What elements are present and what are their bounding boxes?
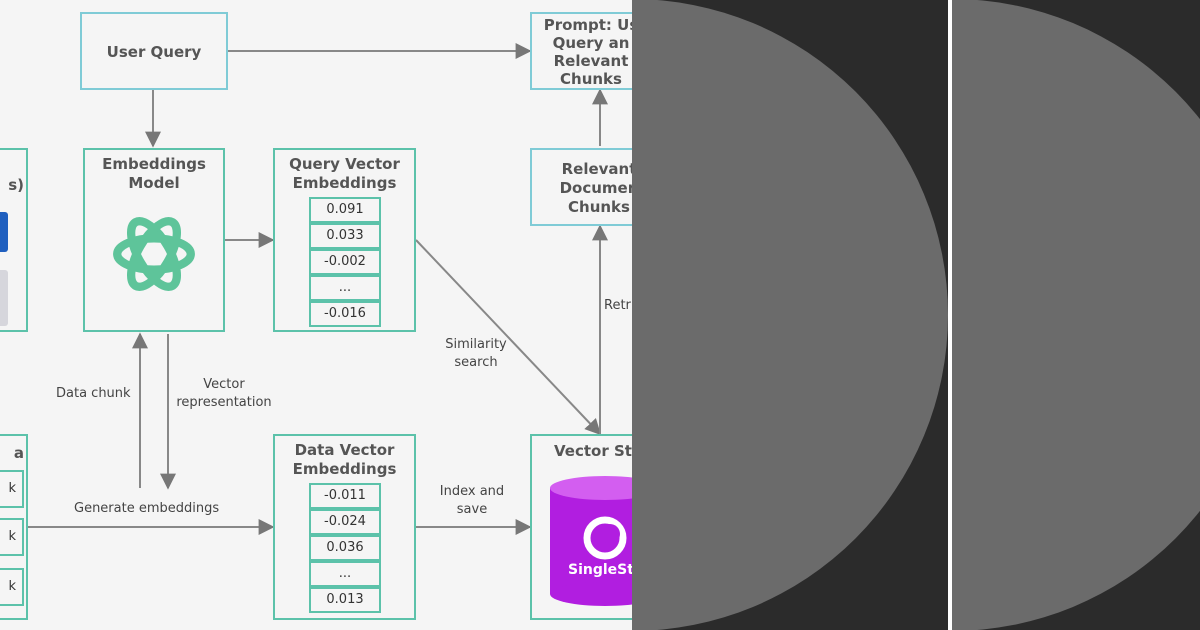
openai-logo-icon [113, 217, 195, 291]
gray-circle-shape-1 [632, 0, 948, 630]
chunk-row: k [0, 518, 24, 556]
chunk-row-text: k [8, 481, 16, 496]
diagram-connectors [28, 43, 608, 535]
generate-embeddings-label: Generate embeddings [74, 501, 220, 516]
chunk-row-text: k [8, 579, 16, 594]
singlestore-logo-icon [550, 476, 632, 606]
query-vector-cell: 0.091 [309, 197, 381, 223]
data-vector-cell: 0.013 [309, 587, 381, 613]
query-vector-title: Query Vector Embeddings [289, 155, 400, 192]
data-vector-cell: -0.024 [309, 509, 381, 535]
right-panel-2 [952, 0, 1200, 630]
data-vector-cell: -0.011 [309, 483, 381, 509]
query-vector-cell: ... [309, 275, 381, 301]
retrieve-label: Retr [604, 298, 631, 313]
doc-icon-blue [0, 212, 8, 252]
data-vector-title: Data Vector Embeddings [292, 441, 397, 478]
index-save-label: Index and save [439, 484, 505, 517]
gray-circle-shape-2 [952, 0, 1200, 630]
user-query-box: User Query [80, 12, 228, 90]
similarity-search-label: Similarity search [445, 337, 507, 370]
data-vector-cell: 0.036 [309, 535, 381, 561]
chunk-row-text: k [8, 529, 16, 544]
query-vector-cell: 0.033 [309, 223, 381, 249]
arrow-queryvec-to-store [415, 239, 602, 436]
query-vector-cell: -0.002 [309, 249, 381, 275]
prompt-label: Prompt: Us Query an Relevant Chunks [543, 16, 632, 88]
data-vector-box: Data Vector Embeddings -0.011 -0.024 0.0… [273, 434, 416, 620]
source-box-top: s) [0, 148, 28, 332]
query-vector-box: Query Vector Embeddings 0.091 0.033 -0.0… [273, 148, 416, 332]
vector-store-box: Vector Sto SingleStor [530, 434, 632, 620]
doc-icon-gray [0, 270, 8, 326]
panel-divider [948, 0, 952, 630]
vector-representation-label: Vector representation [176, 377, 272, 410]
relevant-chunks-label: Relevant Documen Chunks [559, 160, 632, 216]
user-query-label: User Query [106, 43, 202, 61]
embeddings-model-box: Embeddings Model [83, 148, 225, 332]
rag-diagram: User Query Prompt: Us Query an Relevant … [0, 0, 632, 630]
source-box-bottom: a k k k [0, 434, 28, 620]
right-panel-1 [632, 0, 948, 630]
source-top-label: s) [8, 176, 24, 194]
embeddings-model-label: Embeddings Model [102, 155, 206, 192]
vector-store-label: Vector Sto [554, 442, 632, 460]
chunk-row: k [0, 470, 24, 508]
relevant-chunks-box: Relevant Documen Chunks [530, 148, 632, 226]
data-vector-cell: ... [309, 561, 381, 587]
prompt-box: Prompt: Us Query an Relevant Chunks [530, 12, 632, 90]
chunk-row: k [0, 568, 24, 606]
data-chunk-label: Data chunk [56, 386, 131, 401]
query-vector-cell: -0.016 [309, 301, 381, 327]
singlestore-wordmark: SingleStor [568, 562, 632, 578]
source-bottom-label: a [13, 444, 24, 462]
